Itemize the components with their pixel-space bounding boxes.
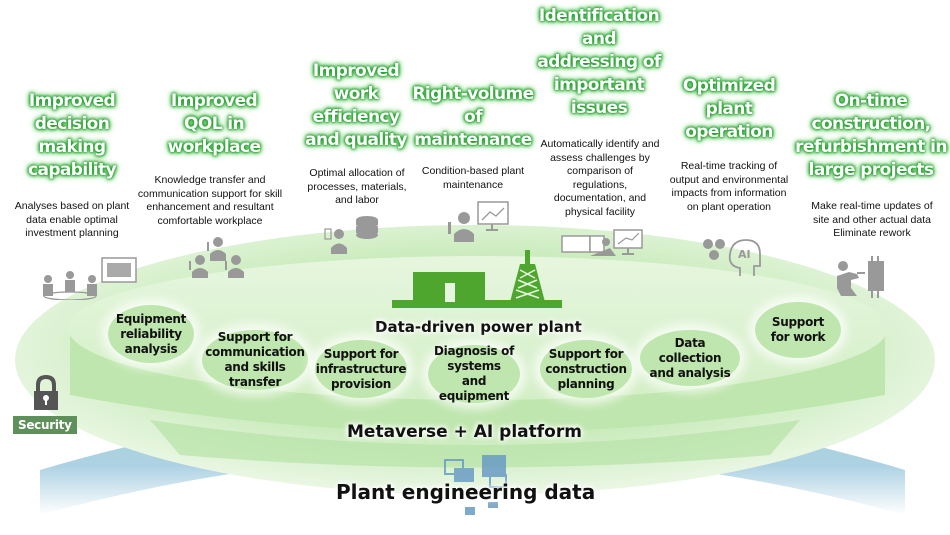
data-blocks-icon (444, 455, 507, 515)
security-badge: Security (13, 416, 77, 434)
benefit-description: Analyses based on plant data enable opti… (14, 200, 130, 239)
benefit-description: Real-time tracking of output and environ… (669, 160, 789, 213)
data-layer-label: Plant engineering data (336, 480, 596, 504)
worker-panel-icon (837, 256, 884, 298)
plant-label: Data-driven power plant (375, 318, 582, 336)
function-equipment-reliability[interactable]: Equipment reliability analysis (108, 305, 194, 363)
padlock-icon (34, 375, 58, 410)
svg-text:AI: AI (738, 248, 751, 261)
workers-group-icon (189, 237, 244, 278)
benefit-description: Knowledge transfer and communication sup… (137, 174, 283, 227)
worker-monitor-icon (448, 201, 509, 242)
function-construction-planning[interactable]: Support for construction planning (540, 340, 632, 398)
function-diagnosis[interactable]: Diagnosis of systems and equipment (428, 344, 520, 403)
function-data-collection[interactable]: Data collection and analysis (640, 330, 740, 386)
meeting-table-icon (43, 257, 137, 300)
power-plant-icon (392, 250, 562, 308)
function-support-for-work[interactable]: Support for work (755, 302, 841, 358)
platform-label: Metaverse + AI platform (347, 422, 582, 442)
function-infrastructure-support[interactable]: Support for infrastructure provision (315, 340, 407, 398)
ai-head-icon: AI (703, 239, 761, 276)
worker-database-icon (324, 216, 378, 254)
function-communication-support[interactable]: Support for communication and skills tra… (202, 330, 308, 390)
benefit-description: Make real-time updates of site and other… (811, 200, 933, 239)
benefit-description: Automatically identify and assess challe… (540, 138, 660, 218)
benefit-description: Condition-based plant maintenance (421, 165, 525, 191)
desk-analysis-icon (561, 229, 643, 256)
benefit-description: Optimal allocation of processes, materia… (307, 167, 407, 206)
